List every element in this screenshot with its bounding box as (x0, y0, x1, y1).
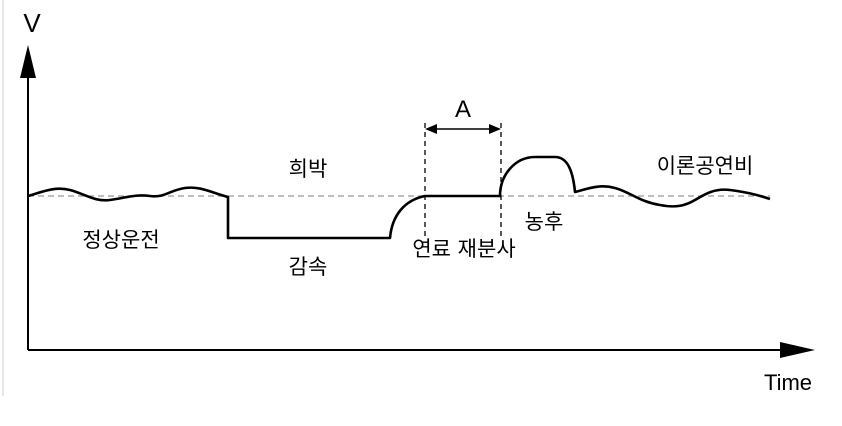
label-deceleration: 감속 (289, 255, 328, 279)
interval-arrow-head-left (425, 124, 437, 134)
label-steady-operation: 정상운전 (82, 228, 159, 252)
label-stoichiometric-ratio: 이론공연비 (657, 154, 754, 178)
label-lean: 희박 (289, 157, 328, 181)
label-fuel-reinjection: 연료 재분사 (412, 237, 515, 261)
voltage-signal-trace (27, 155, 771, 240)
x-axis-arrow (780, 342, 815, 358)
y-axis-label: V (23, 8, 41, 38)
interval-arrow-head-right (489, 124, 501, 134)
interval-label: A (455, 96, 471, 123)
label-rich: 농후 (525, 210, 564, 234)
x-axis-label: Time (764, 370, 812, 395)
y-axis-arrow (20, 45, 36, 78)
